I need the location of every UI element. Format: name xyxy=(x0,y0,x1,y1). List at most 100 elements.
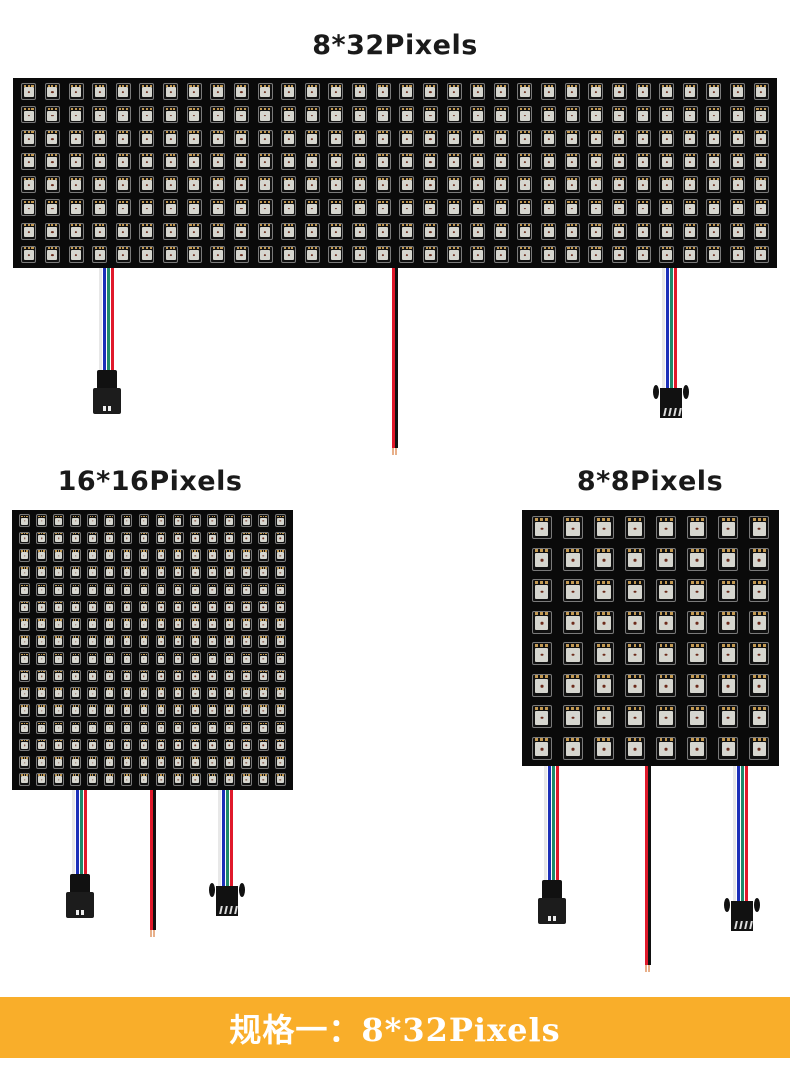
led-chip xyxy=(208,724,216,732)
led-pixel xyxy=(221,719,238,736)
led-pins xyxy=(566,738,580,742)
led-pixel xyxy=(182,173,206,196)
wire-blue xyxy=(666,268,669,390)
led-pins xyxy=(543,107,554,110)
led-chip xyxy=(752,584,767,599)
led-pins xyxy=(685,177,696,180)
led-pixel xyxy=(64,127,88,150)
led-pad xyxy=(682,106,698,124)
led-chip xyxy=(277,638,284,646)
led-pins xyxy=(55,550,62,552)
led-pins xyxy=(213,154,223,157)
led-chip xyxy=(378,180,389,191)
led-pins xyxy=(189,247,199,250)
led-pixel xyxy=(277,196,301,219)
led-pins xyxy=(752,580,766,584)
led-pixel xyxy=(16,512,33,529)
led-pins xyxy=(89,567,96,569)
led-pixel xyxy=(253,196,277,219)
led-chip xyxy=(756,110,767,121)
led-pins xyxy=(142,107,152,110)
led-chip xyxy=(260,534,267,542)
led-pins xyxy=(496,107,507,110)
led-chip xyxy=(242,655,250,663)
led-pixel xyxy=(238,512,255,529)
led-pad xyxy=(53,652,65,665)
led-chip xyxy=(140,741,148,749)
led-pixel xyxy=(255,771,272,788)
led-chip xyxy=(141,110,152,121)
led-pad xyxy=(115,222,131,240)
led-chip xyxy=(174,621,182,629)
led-chip xyxy=(165,203,176,214)
led-chip xyxy=(449,180,460,191)
led-pins xyxy=(38,739,45,742)
led-pixel xyxy=(33,616,50,633)
led-pins xyxy=(106,722,114,725)
led-pad xyxy=(240,755,252,769)
led-pixel xyxy=(16,564,33,581)
led-pins xyxy=(597,612,611,616)
led-pad xyxy=(517,106,533,124)
led-pins xyxy=(567,84,577,87)
led-pixel xyxy=(33,598,50,615)
led-chip xyxy=(597,584,611,599)
led-pins xyxy=(123,636,131,638)
led-chip xyxy=(118,157,129,168)
led-chip xyxy=(55,552,63,560)
led-pad xyxy=(422,245,438,263)
led-pins xyxy=(721,517,735,521)
jst-male-connector-icon xyxy=(538,880,566,924)
led-pins xyxy=(260,107,270,110)
led-pad xyxy=(304,199,320,217)
led-chip xyxy=(141,250,152,261)
led-chip xyxy=(242,672,250,680)
led-chip xyxy=(614,110,625,121)
led-chip xyxy=(496,133,507,144)
led-pins xyxy=(226,705,233,707)
led-chip xyxy=(72,569,80,577)
led-pad xyxy=(121,738,133,752)
led-pixel xyxy=(204,598,221,615)
led-pixel xyxy=(221,702,238,719)
led-pad xyxy=(44,152,60,170)
led-pins xyxy=(123,515,131,518)
led-pixel xyxy=(112,220,136,243)
led-pad xyxy=(659,245,675,263)
led-chip xyxy=(685,250,696,261)
led-pins xyxy=(425,84,436,87)
led-pad xyxy=(68,152,84,170)
led-chip xyxy=(260,110,271,121)
led-pixel xyxy=(395,127,419,150)
led-pins xyxy=(94,177,105,180)
led-pad xyxy=(155,583,167,596)
led-pad xyxy=(19,600,30,614)
led-pixel xyxy=(238,650,255,667)
led-pins xyxy=(638,154,648,157)
led-chip xyxy=(157,552,165,560)
led-pins xyxy=(567,177,577,180)
led-chip xyxy=(191,586,199,594)
led-pins xyxy=(209,739,216,742)
led-pad xyxy=(275,669,286,683)
led-pixel xyxy=(324,220,348,243)
led-pixel xyxy=(33,719,50,736)
led-pins xyxy=(243,601,250,604)
led-pixel xyxy=(682,544,713,576)
led-pins xyxy=(591,177,601,180)
wire-blue xyxy=(222,790,225,888)
led-pins xyxy=(209,619,216,621)
led-pixel xyxy=(33,685,50,702)
led-pins xyxy=(89,532,96,535)
led-pixel xyxy=(16,719,33,736)
led-pad xyxy=(206,583,218,596)
led-pins xyxy=(425,247,436,250)
led-pad xyxy=(155,531,167,545)
led-pins xyxy=(140,619,148,621)
led-pins xyxy=(709,154,719,157)
led-pad xyxy=(19,514,30,527)
led-pad xyxy=(21,245,37,263)
led-pins xyxy=(157,601,165,604)
led-pins xyxy=(21,757,28,759)
led-pixel xyxy=(272,633,289,650)
